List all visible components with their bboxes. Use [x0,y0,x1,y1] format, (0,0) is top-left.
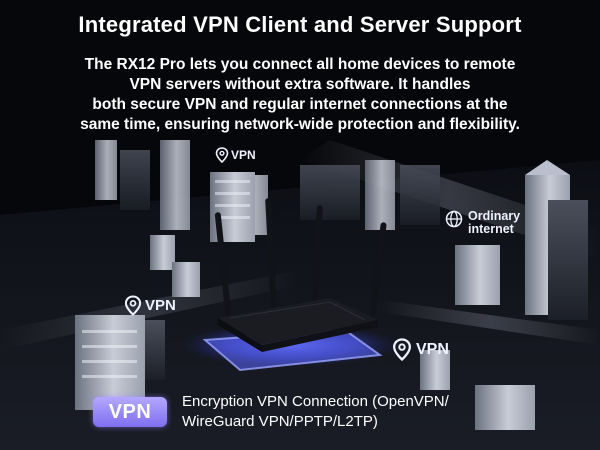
vpn-label-right: VPN [392,338,449,361]
tower-right [420,160,588,430]
vpn-label-top: VPN [215,147,256,163]
globe-icon [445,210,463,231]
page-subtitle: The RX12 Pro lets you connect all home d… [20,55,580,135]
vpn-badge: VPN [93,397,167,427]
skyline-back [95,140,440,235]
page-title: Integrated VPN Client and Server Support [78,12,522,37]
legend-text: Encryption VPN Connection (OpenVPN/ Wire… [182,392,542,432]
location-pin-icon [392,338,412,361]
vpn-label-left: VPN [124,295,176,316]
tower-left [75,235,200,410]
location-pin-icon [124,295,142,316]
subtitle-line: both secure VPN and regular internet con… [92,96,508,113]
subtitle-line: VPN servers without extra software. It h… [129,76,471,93]
ordinary-line1: Ordinary [468,209,521,223]
subtitle-line: same time, ensuring network-wide protect… [80,116,520,133]
legend-line: Encryption VPN Connection (OpenVPN/ [182,393,449,410]
ordinary-internet-label: Ordinary internet [445,210,565,236]
location-pin-icon [215,147,229,163]
legend-line: WireGuard VPN/PPTP/L2TP) [182,413,378,430]
subtitle-line: The RX12 Pro lets you connect all home d… [84,56,516,73]
router-image [214,198,387,352]
ordinary-line2: internet [468,222,514,236]
